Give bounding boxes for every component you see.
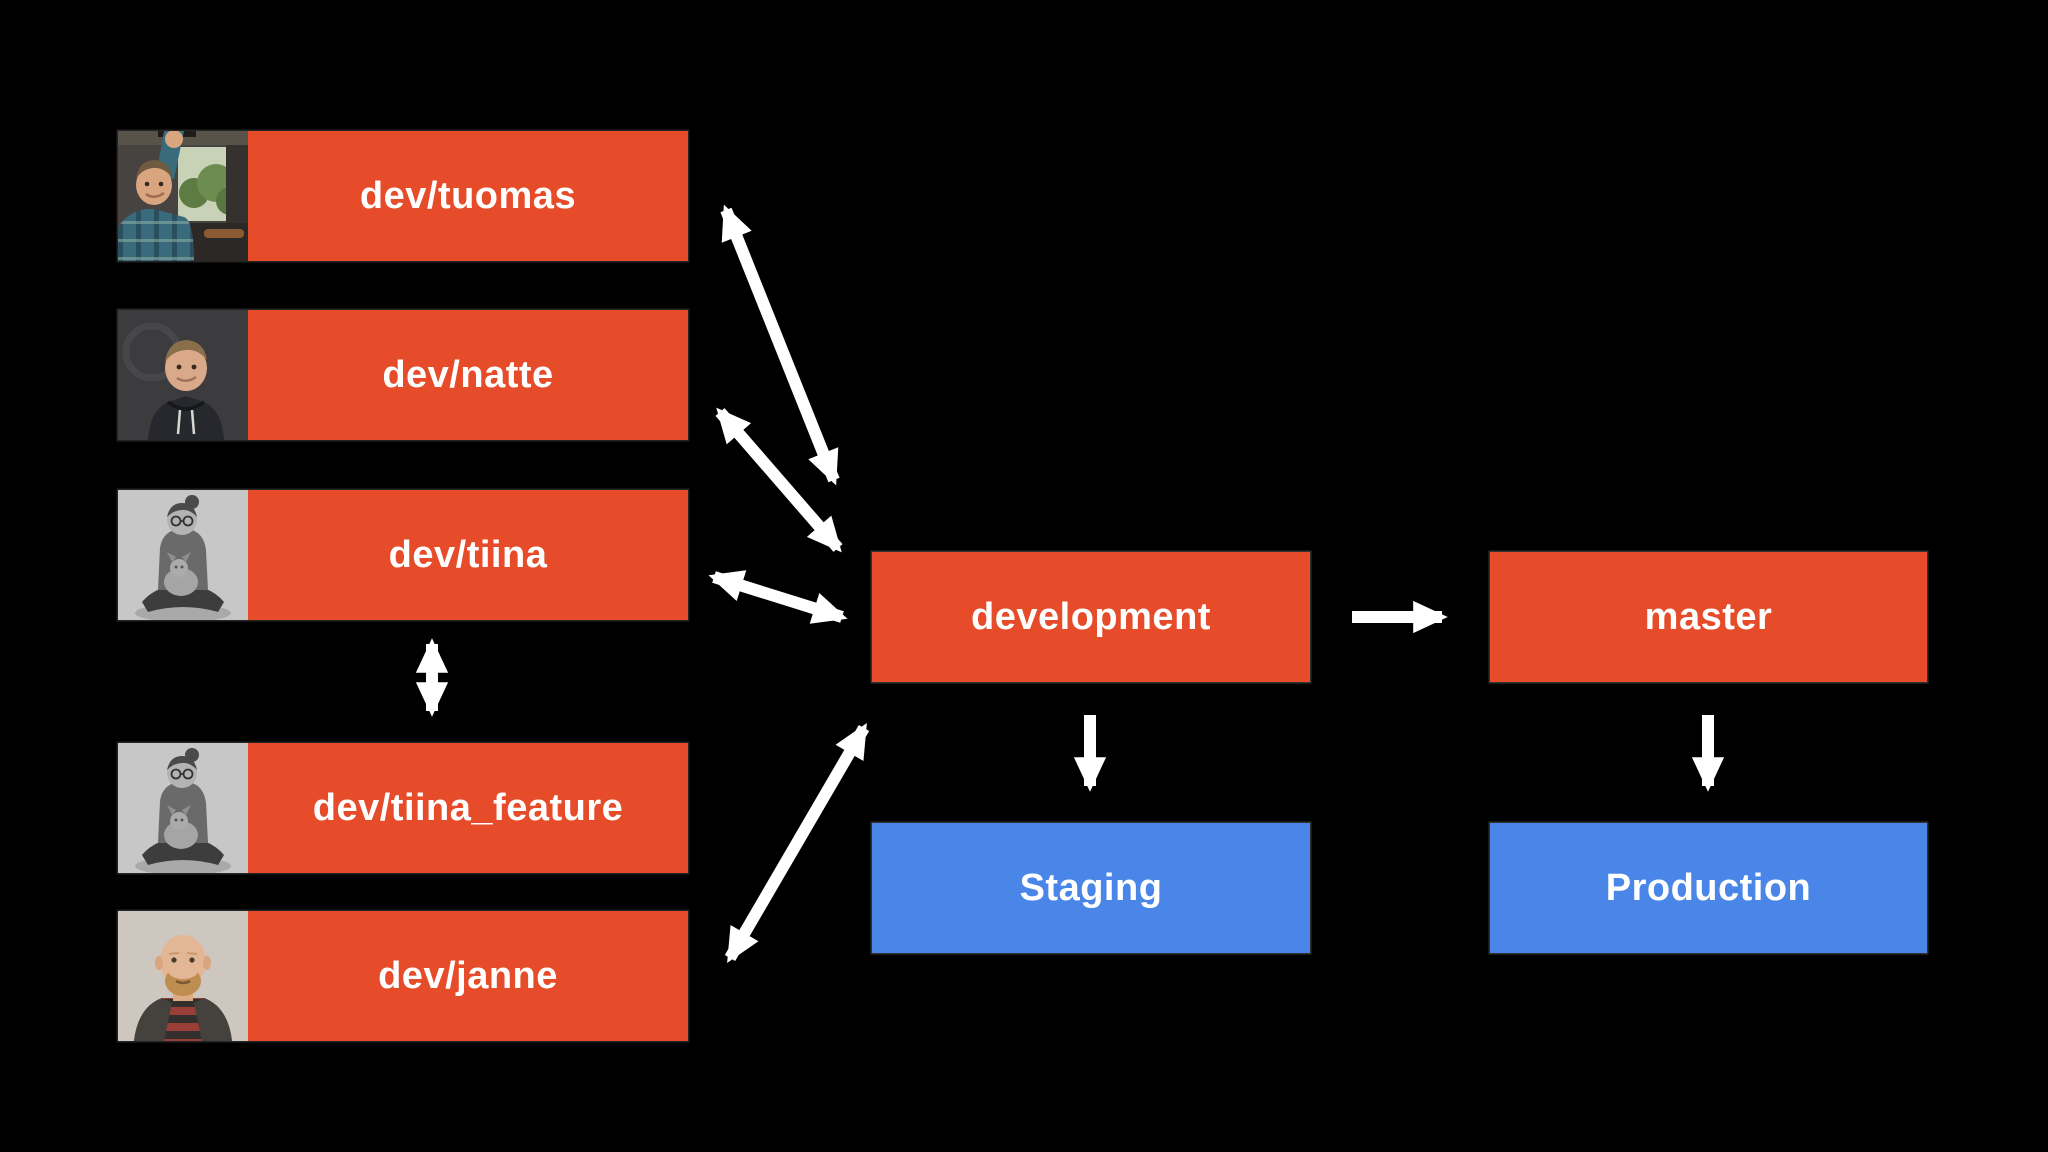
- branch-box-development: development: [872, 552, 1310, 682]
- environment-label-production: Production: [1605, 866, 1812, 909]
- branch-label-dev-tiina: dev/tiina: [388, 533, 548, 576]
- branch-box-dev-tiina-feature: dev/tiina_feature: [118, 743, 688, 873]
- environment-label-staging: Staging: [1019, 866, 1163, 909]
- branch-box-dev-natte: dev/natte: [118, 310, 688, 440]
- arrow-tuomas-development: [720, 204, 840, 486]
- arrow-tiina-development: [708, 570, 848, 624]
- avatar-natte: [118, 310, 248, 440]
- avatar-tuomas: [118, 131, 248, 261]
- avatar-janne: [118, 911, 248, 1041]
- arrow-natte-development: [715, 407, 843, 553]
- branch-label-dev-tuomas: dev/tuomas: [359, 174, 577, 217]
- branch-label-development: development: [971, 595, 1211, 638]
- branch-box-dev-janne: dev/janne: [118, 911, 688, 1041]
- environment-box-production: Production: [1490, 823, 1927, 953]
- environment-box-staging: Staging: [872, 823, 1310, 953]
- avatar-tiina: [118, 490, 248, 620]
- branch-box-master: master: [1490, 552, 1927, 682]
- branch-label-dev-natte: dev/natte: [382, 353, 554, 396]
- branch-label-master: master: [1644, 595, 1773, 638]
- branch-label-dev-janne: dev/janne: [378, 954, 558, 997]
- branch-label-dev-tiina-feature: dev/tiina_feature: [312, 786, 624, 829]
- arrow-janne-development: [724, 723, 870, 963]
- branch-box-dev-tuomas: dev/tuomas: [118, 131, 688, 261]
- branch-box-dev-tiina: dev/tiina: [118, 490, 688, 620]
- avatar-tiina-feature: [118, 743, 248, 873]
